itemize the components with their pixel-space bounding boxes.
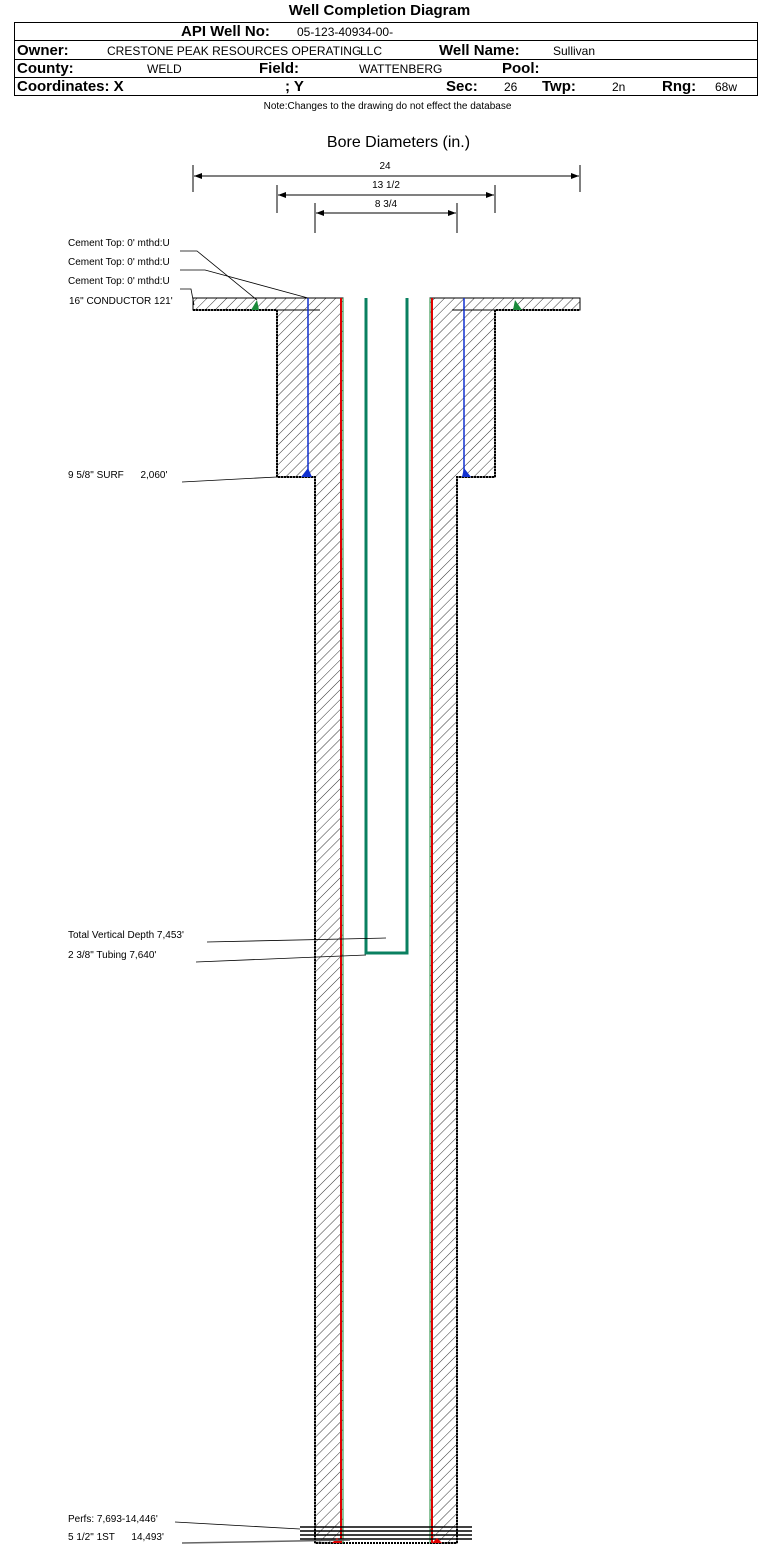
api-value: 05-123-40934-00- bbox=[297, 25, 394, 39]
field-label: Field: bbox=[259, 60, 299, 77]
conductor-label: 16" CONDUCTOR 121' bbox=[69, 296, 173, 307]
rng-value: 68w bbox=[715, 80, 738, 94]
field-value: WATTENBERG bbox=[359, 62, 443, 76]
owner-value-2: LLC bbox=[360, 44, 383, 58]
dim-24: 24 bbox=[379, 161, 391, 172]
sec-label: Sec: bbox=[446, 78, 478, 95]
cement-top-label-1: Cement Top: 0' mthd:U bbox=[68, 238, 170, 249]
leader-lines bbox=[174, 250, 387, 1544]
note: Note:Changes to the drawing do not effec… bbox=[263, 101, 512, 112]
owner-label: Owner: bbox=[17, 42, 69, 59]
twp-value: 2n bbox=[612, 80, 626, 94]
surface-casing-label: 9 5/8" SURF 2,060' bbox=[68, 470, 168, 481]
well-name-value: Sullivan bbox=[553, 44, 596, 58]
tubing bbox=[364, 298, 409, 955]
twp-label: Twp: bbox=[542, 78, 576, 95]
dim-13-1-2: 13 1/2 bbox=[372, 180, 400, 191]
production-casing-label: 5 1/2" 1ST 14,493' bbox=[68, 1532, 164, 1543]
api-label: API Well No: bbox=[181, 23, 270, 40]
owner-value: CRESTONE PEAK RESOURCES OPERATING bbox=[107, 44, 362, 58]
rng-label: Rng: bbox=[662, 78, 697, 95]
perfs-label: Perfs: 7,693-14,446' bbox=[68, 1514, 158, 1525]
bore-title: Bore Diameters (in.) bbox=[326, 134, 471, 151]
page-title: Well Completion Diagram bbox=[288, 2, 471, 19]
cement-hatching bbox=[192, 297, 581, 1544]
cement-top-label-2: Cement Top: 0' mthd:U bbox=[68, 257, 170, 268]
y-label: ; Y bbox=[285, 78, 304, 95]
sec-value: 26 bbox=[504, 80, 518, 94]
coordinates-label: Coordinates: X bbox=[17, 78, 124, 95]
perforations bbox=[300, 1526, 472, 1540]
header-table: API Well No: 05-123-40934-00- Owner: CRE… bbox=[14, 22, 758, 96]
borehole-outline bbox=[193, 309, 580, 1544]
well-name-label: Well Name: bbox=[439, 42, 520, 59]
tubing-label: 2 3/8" Tubing 7,640' bbox=[68, 950, 157, 961]
tvd-label: Total Vertical Depth 7,453' bbox=[68, 930, 184, 941]
county-label: County: bbox=[17, 60, 74, 77]
cement-top-label-3: Cement Top: 0' mthd:U bbox=[68, 276, 170, 287]
dimension-lines bbox=[192, 165, 581, 233]
dim-8-3-4: 8 3/4 bbox=[374, 199, 398, 210]
pool-label: Pool: bbox=[502, 60, 540, 77]
county-value: WELD bbox=[147, 62, 182, 76]
